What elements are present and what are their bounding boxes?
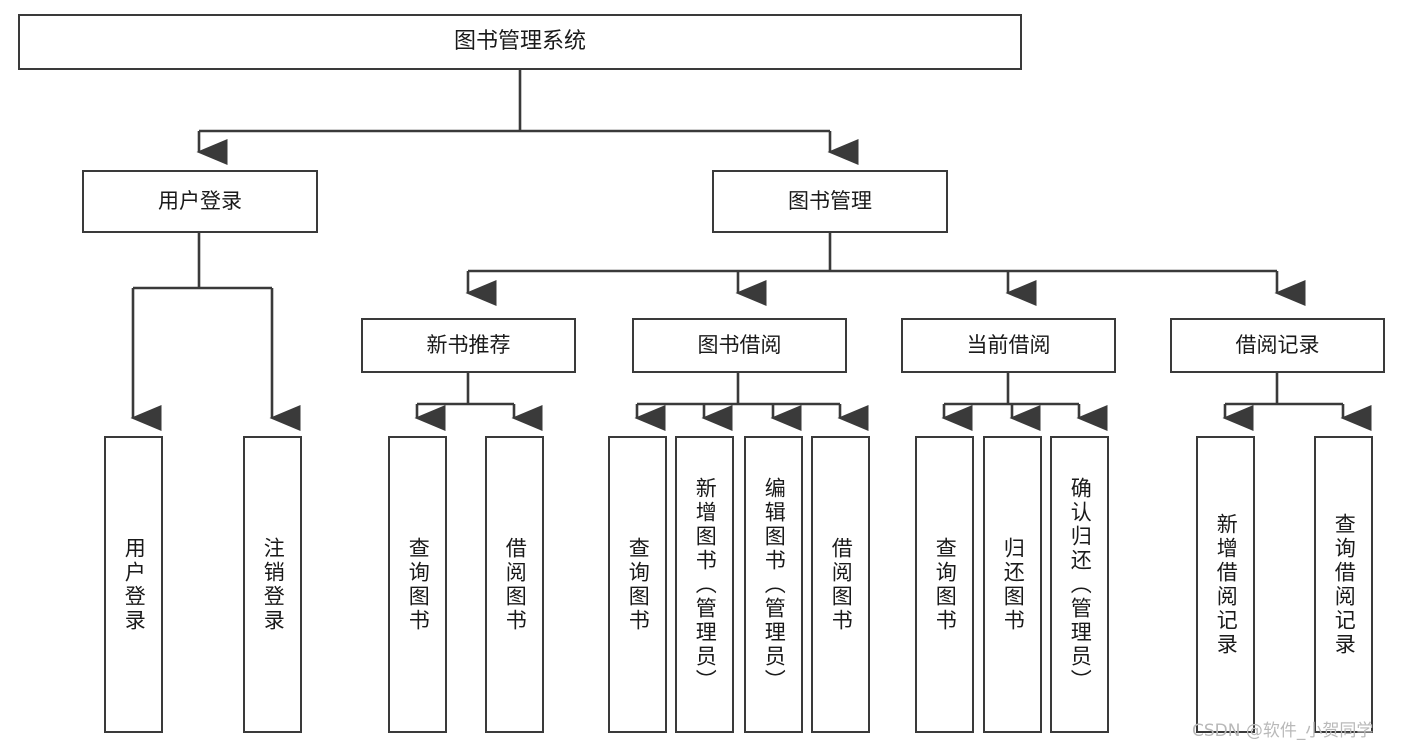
leaf-edit-book[interactable]: 编辑图书（管理员）: [744, 436, 803, 733]
leaf-user-logout-label: 注销登录: [261, 536, 286, 633]
leaf-edit-book-label: 编辑图书（管理员）: [762, 476, 787, 693]
leaf-user-logout[interactable]: 注销登录: [243, 436, 302, 733]
node-book-management-label: 图书管理: [788, 188, 872, 213]
leaf-add-book-label: 新增图书（管理员）: [693, 476, 718, 693]
node-new-book-recommend[interactable]: 新书推荐: [361, 318, 576, 373]
leaf-borrow-book-1[interactable]: 借阅图书: [485, 436, 544, 733]
node-book-borrow[interactable]: 图书借阅: [632, 318, 847, 373]
leaf-query-book-2[interactable]: 查询图书: [608, 436, 667, 733]
node-current-borrow[interactable]: 当前借阅: [901, 318, 1116, 373]
node-borrow-record-label: 借阅记录: [1235, 332, 1320, 357]
node-root-label: 图书管理系统: [453, 28, 586, 54]
leaf-confirm-return[interactable]: 确认归还（管理员）: [1050, 436, 1109, 733]
leaf-user-login-label: 用户登录: [122, 536, 147, 633]
leaf-query-book-3-label: 查询图书: [933, 536, 958, 633]
node-user-login[interactable]: 用户登录: [82, 170, 318, 233]
leaf-return-book-label: 归还图书: [1001, 536, 1026, 633]
leaf-add-book[interactable]: 新增图书（管理员）: [675, 436, 734, 733]
node-root[interactable]: 图书管理系统: [18, 14, 1022, 70]
node-current-borrow-label: 当前借阅: [966, 332, 1051, 357]
leaf-query-record-label: 查询借阅记录: [1332, 512, 1357, 657]
leaf-user-login[interactable]: 用户登录: [104, 436, 163, 733]
node-new-book-recommend-label: 新书推荐: [426, 332, 511, 357]
leaf-query-book-1-label: 查询图书: [406, 536, 431, 633]
node-book-borrow-label: 图书借阅: [697, 332, 782, 357]
leaf-query-book-1[interactable]: 查询图书: [388, 436, 447, 733]
leaf-query-record[interactable]: 查询借阅记录: [1314, 436, 1373, 733]
leaf-query-book-2-label: 查询图书: [626, 536, 651, 633]
leaf-borrow-book-2-label: 借阅图书: [829, 536, 854, 633]
leaf-borrow-book-2[interactable]: 借阅图书: [811, 436, 870, 733]
leaf-confirm-return-label: 确认归还（管理员）: [1068, 476, 1093, 693]
leaf-return-book[interactable]: 归还图书: [983, 436, 1042, 733]
node-user-login-label: 用户登录: [158, 188, 242, 213]
node-borrow-record[interactable]: 借阅记录: [1170, 318, 1385, 373]
leaf-add-record[interactable]: 新增借阅记录: [1196, 436, 1255, 733]
leaf-add-record-label: 新增借阅记录: [1214, 512, 1239, 657]
leaf-query-book-3[interactable]: 查询图书: [915, 436, 974, 733]
node-book-management[interactable]: 图书管理: [712, 170, 948, 233]
leaf-borrow-book-1-label: 借阅图书: [503, 536, 528, 633]
